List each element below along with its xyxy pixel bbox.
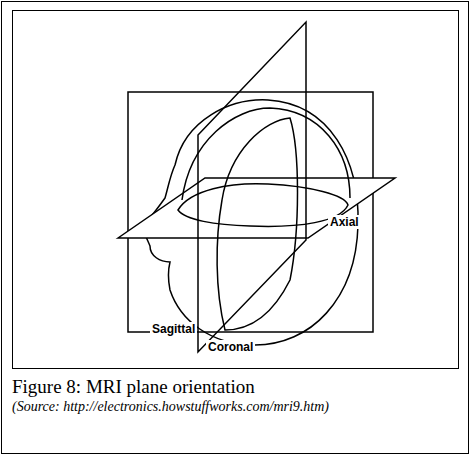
coronal-section <box>217 118 297 330</box>
figure-caption: Figure 8: MRI plane orientation <box>12 376 342 398</box>
head-dome <box>182 108 350 200</box>
source-note: (Source: http://electronics.howstuffwork… <box>12 398 332 415</box>
caption-block: Figure 8: MRI plane orientation(Source: … <box>12 376 342 415</box>
plane-label: Axial <box>328 215 361 229</box>
axial-plane <box>118 178 395 238</box>
coronal-plane <box>198 22 306 352</box>
axial-section <box>178 184 348 227</box>
plane-label: Sagittal <box>150 322 197 336</box>
plane-label: Coronal <box>206 340 255 354</box>
illustration-frame <box>13 11 459 369</box>
